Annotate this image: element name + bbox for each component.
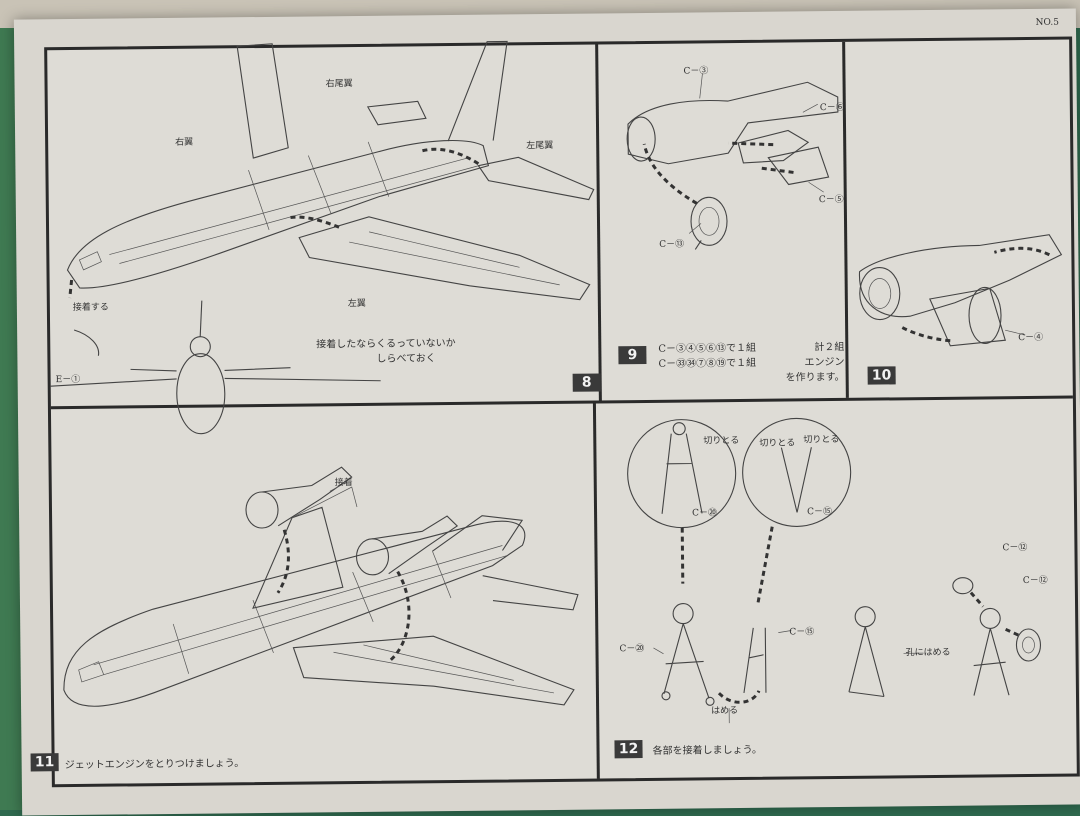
step8-panel: 右尾翼 右翼 左尾翼 左翼 接着する E－① 接着したならくるっていないか しら… [47, 40, 1069, 435]
page-number: NO.5 [1035, 17, 1060, 28]
label-fit: はめる [711, 706, 739, 717]
arrow-tail-attach [419, 147, 480, 165]
arrow-wheel-b [1002, 626, 1019, 637]
wheel-c12-b [1015, 628, 1042, 662]
arrow-engine1-attach [276, 529, 290, 594]
arrow-part-attach-2 [758, 166, 794, 174]
step10-panel: C－④ 10 [47, 40, 1069, 385]
arrow-c20-down [680, 527, 685, 584]
label-c20: C－⑳ [619, 644, 645, 655]
arrow-wing-attach [288, 215, 340, 229]
arrow-c15-down [756, 526, 774, 604]
step8-airliner-diagram [50, 40, 595, 435]
label-c20-top: C－⑳ [692, 508, 718, 519]
instruction-frame: NO.5 [30, 18, 1080, 788]
arrow-part-attach-1 [728, 141, 774, 147]
wheel-c12-a [952, 577, 974, 595]
step12-caption: 各部を接着しましょう。 [652, 744, 763, 757]
arrow-engine-bottom [899, 325, 951, 343]
instruction-sheet: NO.5 [13, 8, 1080, 816]
arrow-engine-top [993, 246, 1051, 257]
arrow-engine2-attach [387, 570, 411, 663]
arrow-wheel-a [969, 591, 985, 608]
step12-number-badge: 12 [614, 740, 643, 759]
label-cut-3: 切りとる [803, 434, 840, 446]
step11-panel: 接着 11 ジェットエンジンをとりつけましょう。 [30, 40, 1069, 772]
label-c15: C－⑮ [789, 627, 815, 638]
arrow-fit [717, 690, 761, 704]
zoom-circle-c15 [742, 417, 852, 527]
label-cut-1: 切りとる [703, 436, 740, 447]
step12-landing-gear-diagram [627, 417, 1042, 724]
step12-panel: 切りとる 切りとる 切りとる C－⑳ C－⑮ C－⑳ C－⑮ C－⑫ C－⑫ 孔… [47, 40, 1069, 759]
label-c12-a: C－⑫ [1002, 542, 1028, 554]
step9-engine-diagram [626, 73, 839, 250]
step11-airliner-diagram [63, 466, 579, 707]
arrow-fan-attach [642, 143, 698, 205]
label-c15-top: C－⑮ [807, 507, 833, 518]
label-c12-b: C－⑫ [1022, 575, 1048, 587]
step9-panel: C－③ C－⑥ C－⑤ C－⑬ 9 C－③④⑤⑥⑬で１組 C－㉝㉞⑦⑧⑲で１組 … [47, 40, 1069, 384]
step10-engine-diagram [858, 234, 1063, 347]
arrow-e1-attach [68, 279, 74, 299]
label-fit-hole: 孔にはめる [905, 647, 951, 659]
label-cut-2: 切りとる [759, 438, 796, 449]
